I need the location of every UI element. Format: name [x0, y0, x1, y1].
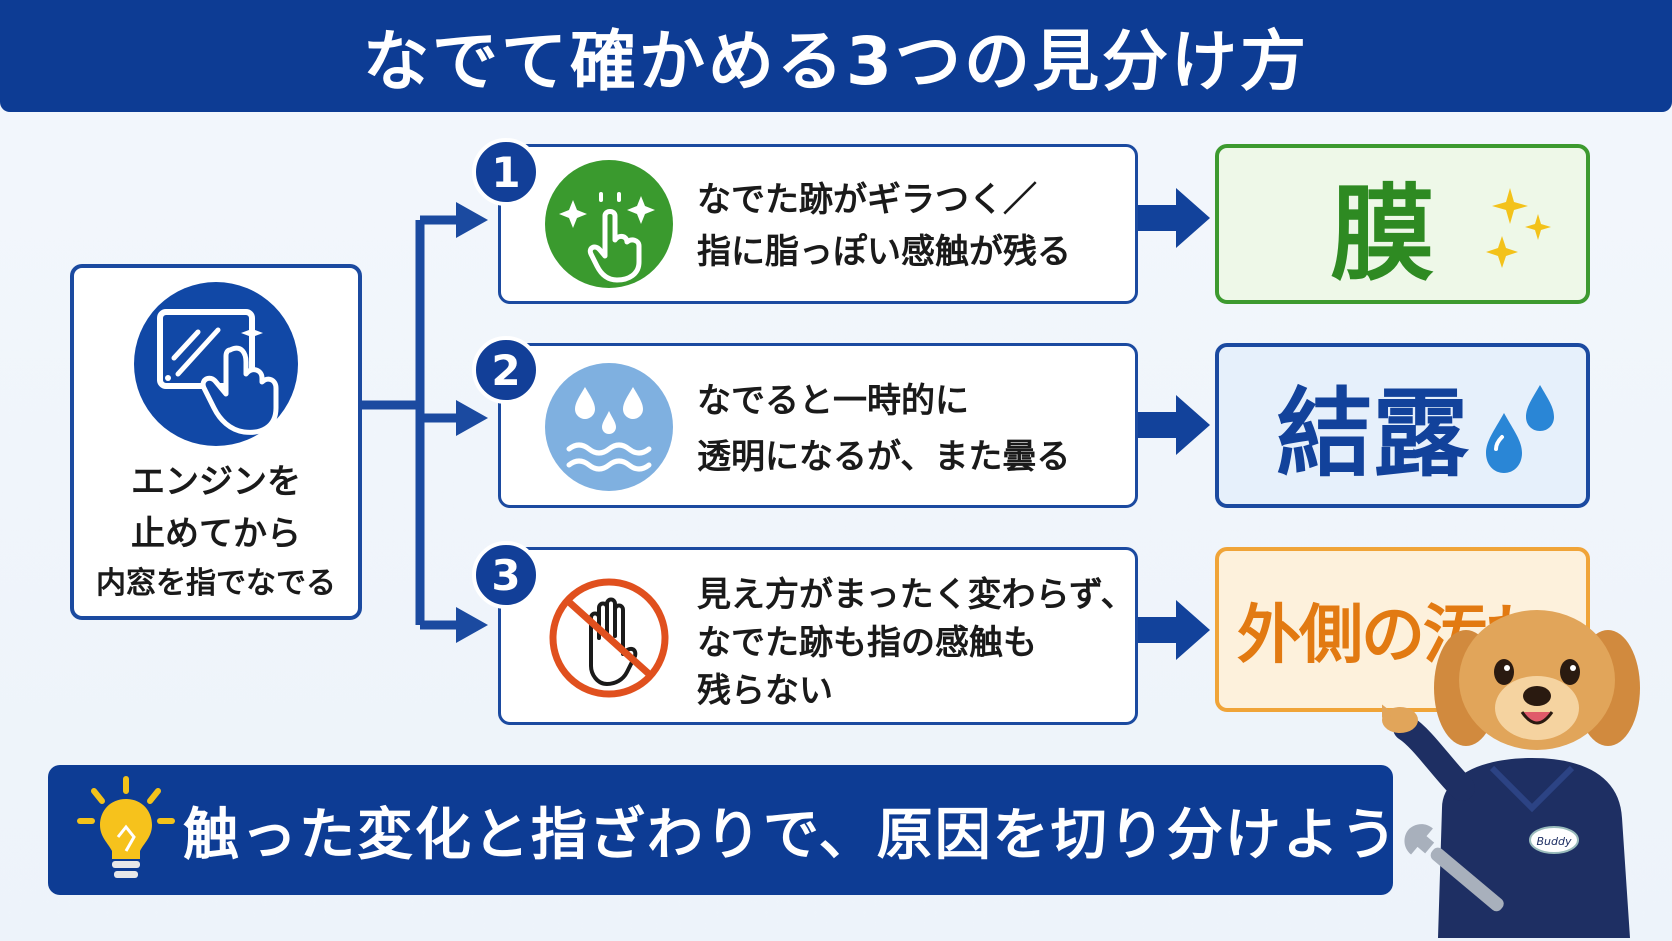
- step-2-text-line-2: 透明になるが、また曇る: [697, 437, 1071, 477]
- start-text-line-1: エンジンを: [131, 462, 301, 502]
- step-card-1: なでた跡がギラつく／ 指に脂っぽい感触が残る: [498, 144, 1138, 304]
- step-1-text-line-2: 指に脂っぽい感触が残る: [697, 232, 1071, 272]
- step-3-text-line-3: 残らない: [697, 671, 833, 711]
- start-text-line-2: 止めてから: [131, 514, 301, 554]
- result-film-label: 膜: [1330, 172, 1435, 295]
- step-card-2: なでると一時的に 透明になるが、また曇る: [498, 343, 1138, 508]
- result-box-film: 膜: [1215, 144, 1590, 304]
- step-number-3: 3: [472, 541, 540, 609]
- result-condensation-label: 結露: [1276, 378, 1469, 490]
- step-card-3: 見え方がまったく変わらず、 なでた跡も指の感触も 残らない: [498, 547, 1138, 725]
- mascot-badge: Buddy: [1537, 835, 1572, 848]
- summary-banner: 触った変化と指ざわりで、原因を切り分けよう: [48, 765, 1397, 895]
- start-text-line-3: 内窓を指でなでる: [96, 566, 336, 601]
- lightbulb-icon: [77, 776, 175, 878]
- water-drops-wave-icon: [545, 363, 673, 491]
- result-box-condensation: 結露: [1215, 343, 1590, 508]
- hand-wiping-window-icon: [134, 282, 298, 446]
- mascot-dog-icon: Buddy: [1363, 608, 1672, 941]
- step-3-text-line-1: 見え方がまったく変わらず、: [697, 575, 1135, 615]
- step-2-text-line-1: なでると一時的に: [697, 381, 969, 421]
- start-instruction-card: エンジンを 止めてから 内窓を指でなでる: [70, 264, 362, 620]
- sparkle-finger-icon: [545, 160, 673, 288]
- step-3-text-line-2: なでた跡も指の感触も: [697, 623, 1037, 663]
- page-title: なでて確かめる3つの見分け方: [363, 23, 1309, 100]
- header-bar: なでて確かめる3つの見分け方: [0, 0, 1672, 112]
- sparkle-icon: [1486, 188, 1551, 268]
- summary-text: 触った変化と指ざわりで、原因を切り分けよう: [183, 802, 1399, 868]
- step-number-1: 1: [472, 138, 540, 206]
- no-hand-icon: [545, 574, 673, 702]
- step-1-text-line-1: なでた跡がギラつく／: [697, 180, 1037, 220]
- step-number-2: 2: [472, 336, 540, 404]
- water-drop-icon: [1486, 385, 1554, 473]
